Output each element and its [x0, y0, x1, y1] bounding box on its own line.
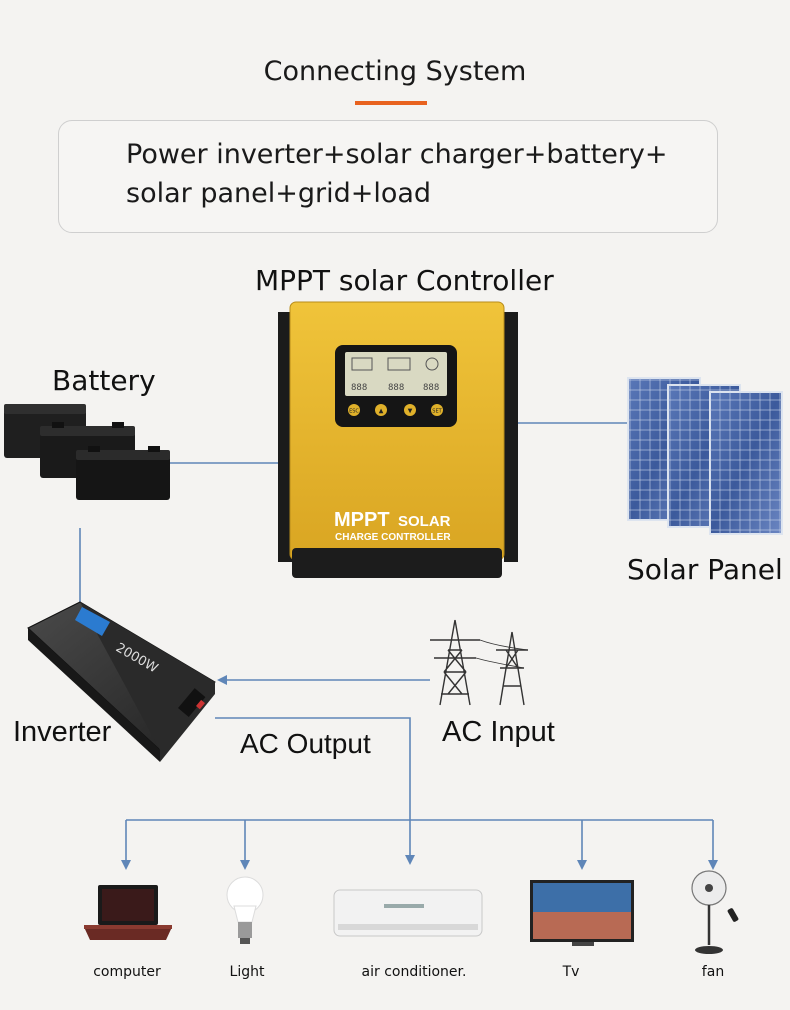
controller-brand: MPPT	[334, 509, 390, 531]
solar-panel-unit	[709, 391, 783, 535]
description-box	[58, 120, 718, 233]
load-label-air-conditioner: air conditioner.	[361, 964, 467, 980]
svg-text:ESC: ESC	[349, 409, 359, 415]
controller-button-set: SET	[431, 404, 443, 416]
load-label-tv: Tv	[562, 964, 580, 980]
title-underline	[355, 101, 427, 105]
controller-button-esc: ESC	[348, 404, 360, 416]
ac-input-label: AC Input	[442, 716, 555, 748]
svg-text:SET: SET	[432, 409, 442, 415]
controller-brand-suffix: SOLAR	[398, 513, 451, 530]
svg-text:888: 888	[388, 383, 404, 393]
ac-output-label: AC Output	[240, 728, 371, 759]
svg-text:▲: ▲	[379, 408, 384, 415]
load-label-light: Light	[229, 964, 265, 980]
fan-icon	[691, 870, 739, 954]
light-bulb-icon	[226, 876, 264, 944]
battery-label: Battery	[52, 364, 156, 397]
load-label-computer: computer	[93, 964, 161, 980]
mppt-controller-image: 888 888 888 ESC ▲ ▼ SET MPPT SOLAR CH	[278, 301, 518, 578]
svg-text:888: 888	[423, 383, 439, 393]
connection-lines	[79, 422, 718, 870]
controller-button-up: ▲	[375, 404, 387, 416]
air-conditioner-icon	[333, 889, 483, 937]
solar-panel-label: Solar Panel	[627, 553, 783, 586]
description-line-1: Power inverter+solar charger+battery+	[126, 139, 668, 170]
svg-text:888: 888	[351, 383, 367, 393]
page-title: Connecting System	[263, 56, 527, 87]
svg-text:▼: ▼	[408, 408, 413, 415]
solar-panel-image	[627, 377, 783, 535]
tv-icon	[530, 880, 634, 946]
power-tower-icon	[430, 619, 529, 706]
load-label-fan: fan	[701, 964, 725, 980]
controller-subtitle: CHARGE CONTROLLER	[335, 532, 451, 543]
description-line-2: solar panel+grid+load	[126, 178, 432, 209]
inverter-image: 2000W	[27, 601, 216, 762]
inverter-label: Inverter	[13, 716, 112, 748]
line-ac-output	[215, 717, 415, 865]
controller-label: MPPT solar Controller	[255, 264, 554, 297]
laptop-icon	[84, 885, 172, 940]
controller-button-down: ▼	[404, 404, 416, 416]
battery-unit	[76, 446, 170, 500]
controller-buttons: ESC ▲ ▼ SET	[348, 404, 443, 416]
battery-image	[4, 404, 170, 500]
